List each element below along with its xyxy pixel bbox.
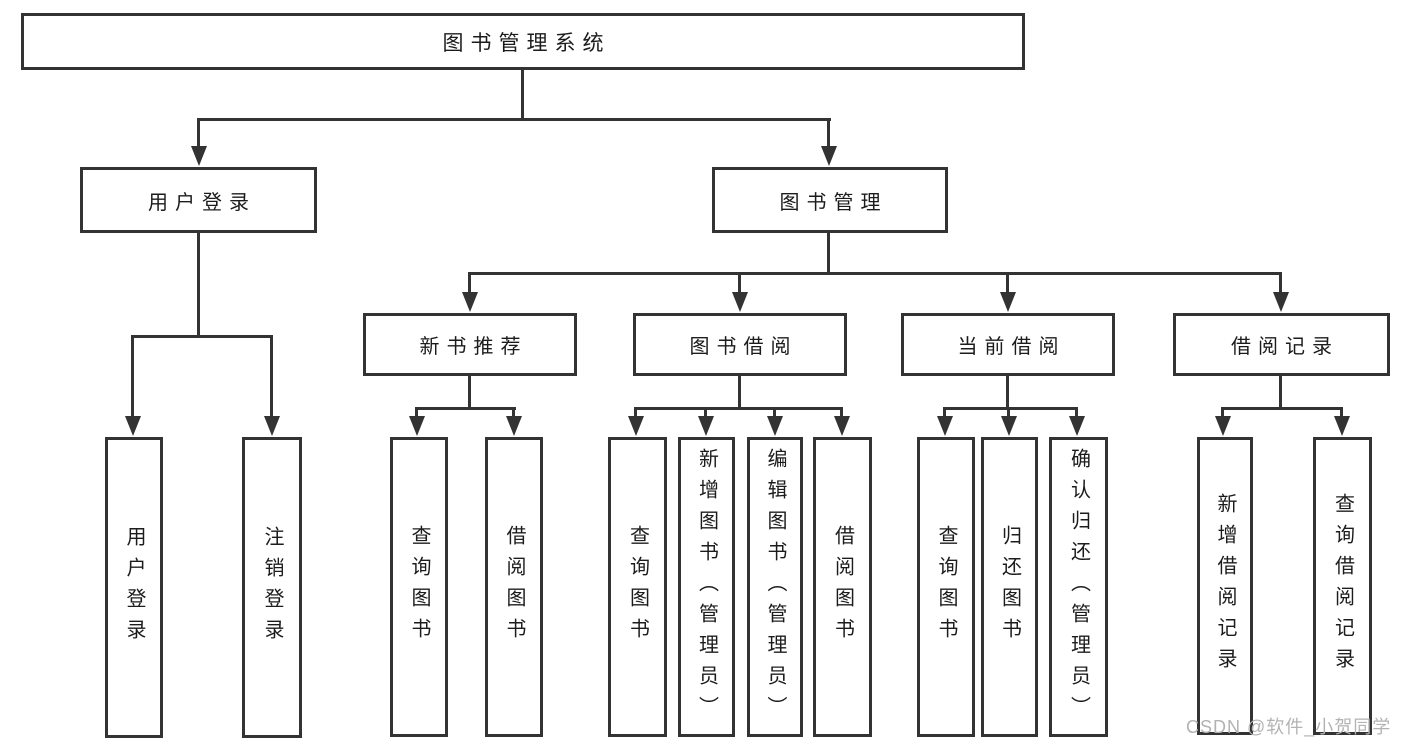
leaf-borrow-borrow: 借阅图书 [813, 437, 872, 737]
leaf-newbooks-borrow: 借阅图书 [485, 437, 543, 737]
leaf-current-return: 归还图书 [981, 437, 1038, 737]
leaf-borrow-edit-admin: 编辑图书（管理员） [747, 437, 803, 737]
connector-borrow-records-split [1221, 407, 1343, 410]
arrowhead-down-icon [628, 416, 644, 436]
node-root: 图书管理系统 [21, 13, 1025, 70]
arrowhead-down-icon [191, 146, 207, 166]
connector-borrow-records-stub [1279, 376, 1282, 407]
node-book-mgmt: 图书管理 [712, 167, 948, 233]
arrowhead-down-icon [1273, 292, 1289, 312]
arrowhead-down-icon [732, 292, 748, 312]
connector-level3-split [468, 272, 1282, 275]
arrowhead-down-icon [937, 416, 953, 436]
connector-root-stub [521, 69, 524, 118]
leaf-records-add: 新增借阅记录 [1197, 437, 1253, 735]
connector-shaft-level3 [1279, 272, 1282, 294]
connector-shaft-leaf [415, 407, 418, 419]
node-current-borrow: 当前借阅 [901, 313, 1115, 376]
connector-shaft-leaf [1007, 407, 1010, 419]
arrowhead-down-icon [462, 292, 478, 312]
connector-shaft-user-login [197, 118, 200, 149]
connector-book-borrow-stub [738, 376, 741, 407]
connector-shaft-leaf [1075, 407, 1078, 419]
connector-new-books-stub [468, 376, 471, 407]
leaf-user-login: 用户登录 [105, 437, 163, 738]
connector-shaft-level3 [1006, 272, 1009, 294]
arrowhead-down-icon [834, 416, 850, 436]
arrowhead-down-icon [1215, 416, 1231, 436]
arrowhead-down-icon [125, 416, 141, 436]
arrowhead-down-icon [409, 416, 425, 436]
node-book-borrow: 图书借阅 [633, 313, 847, 376]
arrowhead-down-icon [264, 416, 280, 436]
connector-shaft-level3 [738, 272, 741, 294]
arrowhead-down-icon [1069, 416, 1085, 436]
node-new-books: 新书推荐 [363, 313, 577, 376]
connector-current-borrow-split [943, 407, 1078, 410]
connector-shaft-leaf [131, 335, 134, 418]
leaf-borrow-add-admin: 新增图书（管理员） [678, 437, 735, 737]
node-user-login: 用户登录 [80, 167, 317, 233]
leaf-borrow-query: 查询图书 [608, 437, 667, 737]
arrowhead-down-icon [1000, 292, 1016, 312]
leaf-current-query: 查询图书 [917, 437, 975, 737]
arrowhead-down-icon [506, 416, 522, 436]
arrowhead-down-icon [1334, 416, 1350, 436]
arrowhead-down-icon [767, 416, 783, 436]
connector-shaft-book-mgmt [827, 118, 830, 149]
connector-shaft-level3 [468, 272, 471, 294]
connector-book-borrow-split [634, 407, 843, 410]
connector-shaft-leaf [512, 407, 515, 419]
csdn-watermark: CSDN @软件_小贺同学 [1186, 717, 1392, 737]
connector-shaft-leaf [1221, 407, 1224, 419]
connector-level2-split [197, 118, 831, 121]
leaf-records-query: 查询借阅记录 [1313, 437, 1372, 735]
connector-shaft-leaf [943, 407, 946, 419]
arrowhead-down-icon [821, 146, 837, 166]
connector-user-login-stub [197, 232, 200, 335]
connector-shaft-leaf [704, 407, 707, 419]
connector-current-borrow-stub [1006, 376, 1009, 407]
arrowhead-down-icon [698, 416, 714, 436]
connector-new-books-split [415, 407, 516, 410]
leaf-current-confirm-admin: 确认归还（管理员） [1049, 437, 1108, 737]
connector-user-login-split [131, 335, 273, 338]
connector-shaft-leaf [840, 407, 843, 419]
leaf-newbooks-query: 查询图书 [390, 437, 448, 737]
connector-shaft-leaf [634, 407, 637, 419]
connector-book-mgmt-stub [827, 232, 830, 274]
arrowhead-down-icon [1001, 416, 1017, 436]
node-borrow-records: 借阅记录 [1173, 313, 1390, 376]
connector-shaft-leaf [773, 407, 776, 419]
leaf-logout: 注销登录 [242, 437, 302, 738]
connector-shaft-leaf [270, 335, 273, 418]
connector-shaft-leaf [1340, 407, 1343, 419]
